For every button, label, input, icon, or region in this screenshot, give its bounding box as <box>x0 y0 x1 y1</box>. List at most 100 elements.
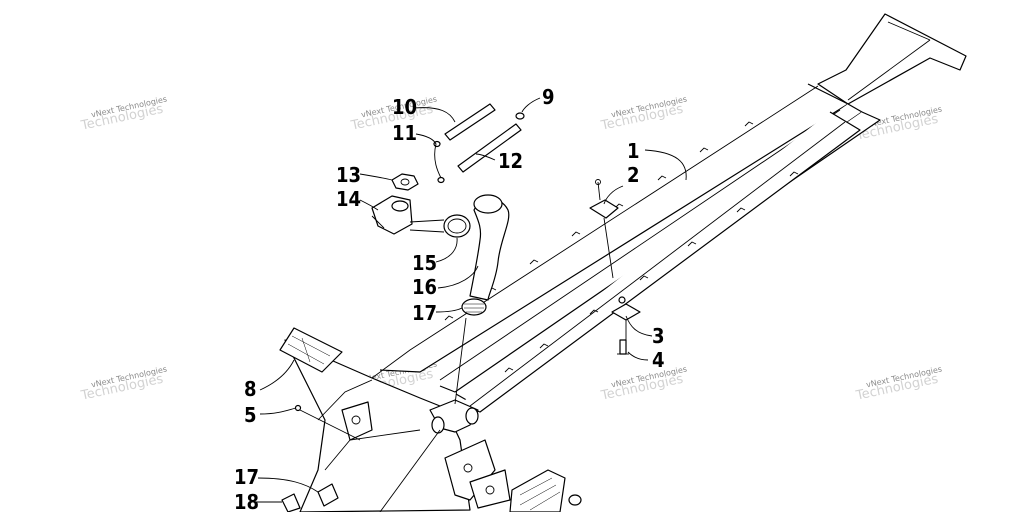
callout-17-lower: 17 <box>234 465 259 489</box>
tunnel-lower-rail-edge <box>469 121 846 407</box>
fitting-18 <box>281 493 301 512</box>
neck-14-opening <box>391 200 409 212</box>
tunnel-rear-end <box>817 13 967 105</box>
clamp-17 <box>461 298 487 316</box>
leader-8 <box>259 359 295 391</box>
rail-notch <box>504 367 514 373</box>
leader-14 <box>359 199 379 211</box>
callout-11: 11 <box>392 121 417 145</box>
leader-13 <box>359 173 393 181</box>
watermark: Technologies vNext Technologies <box>79 365 168 404</box>
tube-12 <box>457 123 522 173</box>
bolt-2 <box>597 181 601 201</box>
nut-3 <box>618 296 626 304</box>
watermark: Technologies vNext Technologies <box>79 95 168 134</box>
leader-10 <box>413 107 456 123</box>
t-fitting-port <box>465 407 479 425</box>
rail-notch <box>736 207 746 213</box>
ring-11b <box>437 176 445 184</box>
callout-5: 5 <box>244 403 257 427</box>
leader-5 <box>259 407 297 415</box>
callout-18: 18 <box>234 490 259 512</box>
part-8-sleeve <box>279 327 343 373</box>
rail-notch <box>539 343 549 349</box>
rail-notch <box>699 147 709 153</box>
leader-11 <box>415 133 442 179</box>
bracket-hole <box>485 485 495 495</box>
clamp-3 <box>611 303 641 321</box>
callout-16: 16 <box>412 275 437 299</box>
leader-17 <box>435 307 463 313</box>
leader-9 <box>521 97 541 113</box>
leader-15 <box>435 237 458 263</box>
fitting-5-leader <box>299 409 361 441</box>
rail-notch <box>789 171 799 177</box>
t-fitting-port <box>431 416 445 434</box>
clamp-15 <box>443 214 471 238</box>
rail-notch <box>687 241 697 247</box>
watermark: Technologies vNext Technologies <box>599 95 688 134</box>
hose-line <box>454 317 467 405</box>
bracket-hatch <box>519 477 561 511</box>
sleeve-8 <box>279 327 343 373</box>
fitting-5 <box>294 404 302 412</box>
bracket-hole <box>351 415 361 425</box>
callout-17: 17 <box>412 301 437 325</box>
hose-16 <box>469 198 510 301</box>
tunnel-assembly <box>284 13 967 512</box>
bracket-2 <box>589 199 619 219</box>
tunnel-rear-seam <box>887 21 931 41</box>
leader-1 <box>644 149 687 181</box>
bracket-hole <box>463 463 473 473</box>
rail-notch <box>444 315 454 321</box>
callouts: 1 2 3 4 5 8 9 10 11 12 13 14 15 16 17 17… <box>234 85 665 512</box>
rail-notch <box>589 309 599 315</box>
callout-1: 1 <box>627 139 640 163</box>
rail-notch <box>639 275 649 281</box>
tunnel-top-rail <box>379 83 849 373</box>
callout-15: 15 <box>412 251 437 275</box>
part-4-bolt <box>617 339 629 355</box>
part-5-fitting <box>294 404 361 441</box>
callout-8: 8 <box>244 377 257 401</box>
clamp-17-ridges <box>464 303 484 313</box>
neck-14 <box>371 195 413 235</box>
clamp-15-inner <box>447 218 467 234</box>
callout-13: 13 <box>336 163 361 187</box>
leader-17b <box>257 477 319 493</box>
leader-15b <box>409 219 445 233</box>
hose-line <box>379 429 441 512</box>
callout-3: 3 <box>652 324 665 348</box>
hose-assembly <box>443 194 510 316</box>
leader-12 <box>475 153 496 161</box>
cap-13 <box>391 173 419 191</box>
callout-10: 10 <box>392 95 417 119</box>
front-bracket-left <box>341 401 373 441</box>
filler-neck <box>371 173 419 235</box>
cap-9 <box>515 112 525 120</box>
lower-left-fittings <box>281 483 339 512</box>
watermark: Technologies vNext Technologies <box>599 365 688 404</box>
hose-16-end <box>473 194 503 214</box>
watermark: Technologies vNext Technologies <box>854 365 943 404</box>
tunnel-mid-rail-edge <box>439 109 841 381</box>
part-3-clamp <box>611 296 641 342</box>
leader-16 <box>437 265 479 289</box>
lower-right-bracket <box>509 469 566 512</box>
callout-9: 9 <box>542 85 555 109</box>
bracket-2-leader <box>603 217 614 279</box>
part-2-bracket <box>589 179 619 279</box>
tube-10 <box>444 103 496 141</box>
leader-3 <box>625 315 653 337</box>
tunnel-rear-seam <box>847 39 931 101</box>
sleeve-8-hatch <box>287 335 331 365</box>
rail-notch <box>657 175 667 181</box>
leader-lines <box>256 97 687 503</box>
callout-12: 12 <box>498 149 523 173</box>
rail-notch <box>571 231 581 237</box>
leader-2 <box>603 185 624 205</box>
neck-14-spout <box>371 215 385 229</box>
callout-2: 2 <box>627 163 640 187</box>
callout-4: 4 <box>652 348 665 372</box>
